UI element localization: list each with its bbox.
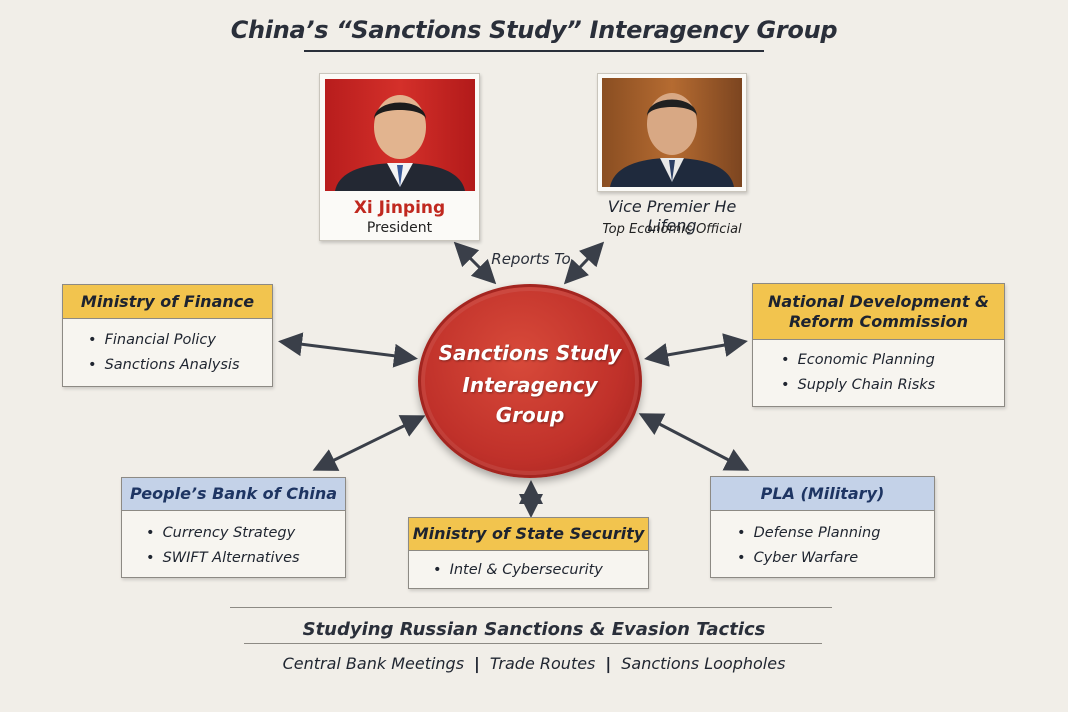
box-title: People’s Bank of China: [122, 478, 345, 511]
footer-item: Trade Routes: [489, 654, 596, 673]
box-items: Financial Policy Sanctions Analysis: [63, 328, 272, 378]
arrow-pboc: [312, 415, 426, 471]
circle-line-2: Interagency: [462, 373, 598, 397]
box-title-line-2: Reform Commission: [789, 311, 968, 331]
portrait-card-xi: Xi Jinping President: [319, 73, 480, 241]
title-underline: [304, 50, 764, 52]
box-items: Defense Planning Cyber Warfare: [711, 521, 934, 571]
footer-separator: |: [474, 654, 480, 673]
arrow-ndrc: [644, 333, 748, 367]
box-ministry-of-finance: Ministry of Finance Financial Policy San…: [62, 284, 273, 387]
arrow-finance: [278, 332, 418, 368]
photo-xi: [325, 79, 475, 191]
sanctions-study-group-circle: Sanctions Study Interagency Group: [418, 284, 642, 478]
footer-rule-top: [230, 607, 832, 608]
box-peoples-bank-of-china: People’s Bank of China Currency Strategy…: [121, 477, 346, 578]
list-item: Currency Strategy: [146, 521, 345, 546]
box-items: Economic Planning Supply Chain Risks: [753, 348, 1004, 398]
list-item: Cyber Warfare: [737, 546, 934, 571]
box-title: Ministry of State Security: [409, 518, 648, 551]
circle-line-1: Sanctions Study: [438, 341, 622, 365]
list-item: Financial Policy: [88, 328, 272, 353]
list-item: Economic Planning: [781, 348, 1004, 373]
person-name-xi: Xi Jinping: [353, 198, 446, 218]
reports-to-label: Reports To: [491, 250, 571, 268]
person-role-he: Top Economic Official: [602, 222, 742, 237]
arrow-xi: [453, 241, 497, 285]
page-title: China’s “Sanctions Study” Interagency Gr…: [230, 16, 838, 44]
box-ndrc: National Development & Reform Commission…: [752, 283, 1005, 407]
photo-he: [602, 78, 742, 187]
footer-rule-bottom: [244, 643, 822, 644]
arrow-pla: [638, 413, 750, 471]
box-items: Currency Strategy SWIFT Alternatives: [122, 521, 345, 571]
box-ministry-of-state-security: Ministry of State Security Intel & Cyber…: [408, 517, 649, 589]
portrait-photo-he: [597, 73, 747, 192]
list-item: Supply Chain Risks: [781, 373, 1004, 398]
arrow-he: [563, 241, 605, 285]
footer-item: Central Bank Meetings: [282, 654, 465, 673]
box-title: Ministry of Finance: [63, 285, 272, 319]
person-name-he: Vice Premier He Lifeng: [607, 197, 737, 235]
box-title: National Development & Reform Commission: [753, 284, 1004, 340]
footer-items: Central Bank Meetings | Trade Routes | Sanct…: [0, 654, 1068, 673]
box-pla-military: PLA (Military) Defense Planning Cyber Wa…: [710, 476, 935, 578]
box-title-line-1: National Development &: [768, 292, 989, 312]
list-item: Defense Planning: [737, 521, 934, 546]
footer-title: Studying Russian Sanctions & Evasion Tac…: [302, 619, 766, 640]
person-role-xi: President: [366, 220, 433, 236]
footer-separator: |: [605, 654, 612, 673]
footer-item: Sanctions Loopholes: [621, 654, 786, 673]
box-title: PLA (Military): [711, 477, 934, 511]
list-item: Sanctions Analysis: [88, 353, 272, 378]
box-items: Intel & Cybersecurity: [409, 558, 648, 583]
person-silhouette-icon: [610, 93, 734, 187]
person-silhouette-icon: [335, 95, 465, 191]
list-item: SWIFT Alternatives: [146, 546, 345, 571]
circle-line-3: Group: [495, 403, 565, 427]
list-item: Intel & Cybersecurity: [433, 558, 648, 583]
